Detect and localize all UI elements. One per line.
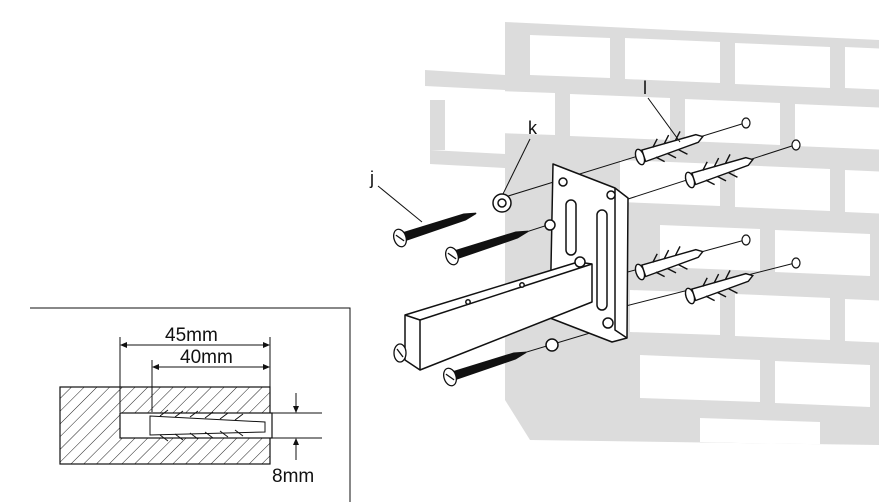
dimension-45mm: 45mm <box>165 325 218 346</box>
drill-hole <box>741 117 801 269</box>
wall-anchor <box>634 131 754 305</box>
drill-depth-detail <box>30 307 351 502</box>
callout-k: k <box>528 118 538 138</box>
callout-leaders <box>377 97 681 223</box>
washer <box>492 193 512 213</box>
callout-l: l <box>643 78 647 98</box>
wall-bracket <box>404 163 629 371</box>
screw <box>393 212 529 387</box>
dimension-8mm: 8mm <box>272 466 314 487</box>
brick-wall-edge <box>425 70 505 168</box>
dimension-40mm: 40mm <box>180 347 233 368</box>
brick-wall <box>505 22 879 445</box>
callout-j: j <box>369 168 374 188</box>
